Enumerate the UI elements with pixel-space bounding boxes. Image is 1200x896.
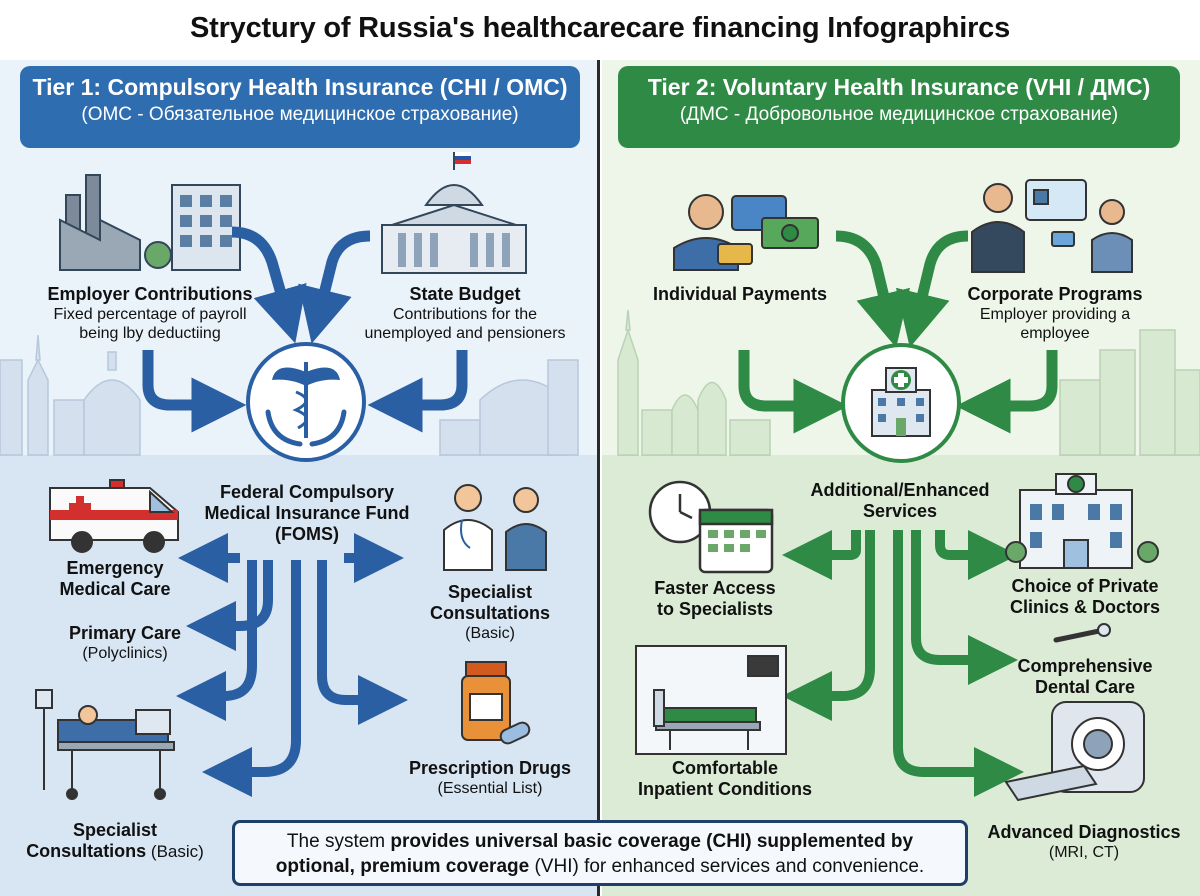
tier2-subtitle: (ДМС - Добровольное медицинское страхова… [679,104,1119,125]
faster-line1: Faster Access [654,578,776,598]
footer-part2: provides universal basic coverage (CHI) … [390,831,914,852]
inpatient-line2: Inpatient Conditions [638,779,812,799]
individual-payments-label: Individual Payments [630,284,850,305]
specialist-right-line1: Specialist [447,582,533,602]
corporate-line1: Employer providing a [979,306,1131,323]
specialist-right-sub: (Basic) [465,625,515,642]
primary-care-label: Primary Care (Polyclinics) [30,623,220,663]
corporate-people-icon [971,179,1133,273]
dental-line2: Dental Care [1034,677,1136,697]
individual-title: Individual Payments [652,284,828,304]
specialist-bottom-line1: Specialist [72,820,158,840]
page-title: Stryctury of Russia's healthcarecare fin… [189,12,1011,44]
hub-line2: Services [862,501,938,521]
faster-access-label: Faster Access to Specialists [630,578,800,620]
diagnostics-title: Advanced Diagnostics [987,822,1181,842]
emergency-care-label: Emergency Medical Care [30,558,200,600]
moscow-skyline-left [0,334,579,456]
clock-calendar-icon [648,480,774,574]
private-clinics-label: Choice of Private Clinics & Doctors [995,576,1175,618]
corporate-title: Corporate Programs [967,284,1143,304]
tier2-title: Tier 2: Voluntary Health Insurance (VHI … [647,74,1151,100]
diagnostics-sub: (MRI, CT) [1048,844,1120,861]
summary-box: The system provides universal basic cove… [232,820,968,886]
tier2-banner: Tier 2: Voluntary Health Insurance (VHI … [618,66,1180,148]
employer-line1: Fixed percentage of payroll [53,306,247,323]
tier1-banner: Tier 1: Compulsory Health Insurance (CHI… [20,66,580,148]
specialist-bottom-line2a: Consultations [26,841,147,861]
emergency-line2: Medical Care [59,579,171,599]
state-budget-label: State Budget Contributions for the unemp… [335,284,595,343]
primary-title: Primary Care [68,623,182,643]
kremlin-skyline-right [617,309,1200,456]
specialist-right-label: Specialist Consultations (Basic) [400,582,580,643]
person-paying-icon [673,194,819,271]
tier1-subtitle: (ОМС - Обязательное медицинское страхова… [81,104,519,125]
employer-line2: being lby deductiing [79,325,221,342]
choice-line2: Clinics & Doctors [1009,597,1161,617]
employer-contributions-label: Employer Contributions Fixed percentage … [20,284,280,343]
dental-line1: Comprehensive [1017,656,1153,676]
private-clinic-icon [1005,473,1159,569]
footer-part3: optional, premium coverage [275,856,530,877]
faster-line2: to Specialists [656,599,774,619]
factory-icon [59,174,241,271]
specialist-bottom-label: Specialist Consultations (Basic) [10,820,220,862]
foms-line3: (FOMS) [275,524,339,544]
hospital-bed-icon [35,689,175,800]
specialist-right-line2: Consultations [430,603,550,623]
mri-scanner-icon [1004,701,1145,802]
tier-divider [597,60,600,896]
enhanced-services-label: Additional/Enhanced Services [790,480,1010,522]
specialist-bottom-line2b: (Basic) [146,842,204,861]
ambulance-icon [49,479,179,553]
inpatient-line1: Comfortable [671,758,778,778]
inpatient-label: Comfortable Inpatient Conditions [620,758,830,800]
government-building-icon [381,152,527,274]
prescription-drugs-label: Prescription Drugs (Essential List) [390,758,590,798]
foms-label: Federal Compulsory Medical Insurance Fun… [184,482,430,545]
emergency-line1: Emergency [66,558,164,578]
clinic-hub-icon [841,343,961,463]
primary-sub: (Polyclinics) [82,645,168,662]
drugs-title: Prescription Drugs [408,758,572,778]
choice-line1: Choice of Private [1011,576,1159,596]
employer-title: Employer Contributions [47,284,253,304]
tier1-title: Tier 1: Compulsory Health Insurance (CHI… [32,74,568,100]
drugs-sub: (Essential List) [437,780,543,797]
dental-care-label: Comprehensive Dental Care [995,656,1175,698]
foms-line2: Medical Insurance Fund [204,503,410,523]
state-title: State Budget [409,284,521,304]
advanced-diagnostics-label: Advanced Diagnostics (MRI, CT) [978,822,1190,862]
foms-emblem-icon [246,342,366,462]
pill-bottle-icon [461,661,531,745]
dental-tool-icon [1053,623,1111,643]
footer-part4: (VHI) for enhanced services and convenie… [529,856,925,877]
foms-line1: Federal Compulsory [219,482,395,502]
hospital-room-icon [635,645,787,755]
corporate-programs-label: Corporate Programs Employer providing a … [940,284,1170,343]
doctor-patient-icon [443,484,547,571]
state-line2: unemployed and pensioners [364,325,566,342]
corporate-line2: employee [1020,325,1090,342]
hub-line1: Additional/Enhanced [810,480,990,500]
footer-part1: The system [286,831,391,852]
state-line1: Contributions for the [392,306,538,323]
